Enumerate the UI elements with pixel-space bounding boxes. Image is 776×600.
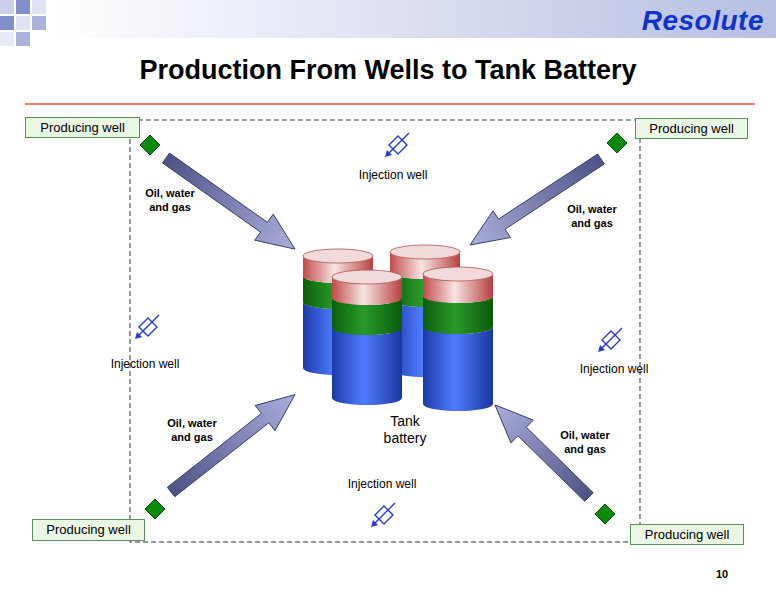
flow-label: Oil, water and gas <box>559 202 625 230</box>
injection-well: Injection well <box>95 312 195 372</box>
well-label: Producing well <box>25 117 140 138</box>
injection-symbol-body <box>375 506 393 524</box>
tank-battery: Tank battery <box>295 245 495 450</box>
well-label: Producing well <box>635 118 748 139</box>
injection-symbol-body <box>602 331 620 349</box>
injection-symbol-body <box>389 136 407 154</box>
flow-arrow <box>167 395 295 497</box>
deco-square <box>16 16 30 30</box>
producing-well: Producing well <box>589 497 746 547</box>
well-diamond <box>595 504 615 524</box>
injection-symbol-head <box>385 150 392 157</box>
injection-label: Injection well <box>343 168 443 182</box>
lease-boundary <box>130 120 640 542</box>
injection-symbol-body <box>139 318 157 336</box>
well-diamond-shape <box>595 504 615 524</box>
title-rule <box>25 103 755 105</box>
well-diamond <box>607 133 627 153</box>
injection-well: Injection well <box>564 325 664 380</box>
tank-lid <box>303 249 373 263</box>
header-band <box>0 0 776 46</box>
tank-label: Tank battery <box>375 413 435 447</box>
injection-symbol-head <box>598 345 605 352</box>
tank-lid <box>390 245 460 259</box>
tank-water <box>332 328 402 405</box>
well-diamond <box>140 135 160 155</box>
injection-symbol-line <box>388 133 409 154</box>
flow-label: Oil, water and gas <box>552 428 618 456</box>
injection-symbol <box>595 325 625 355</box>
deco-square <box>16 32 30 46</box>
flow-label: Oil, water and gas <box>159 416 225 444</box>
slide-title: Production From Wells to Tank Battery <box>0 55 776 86</box>
tank-lid <box>423 267 493 281</box>
tank-water <box>423 327 493 411</box>
well-label: Producing well <box>32 519 145 541</box>
injection-symbol-head <box>371 520 378 527</box>
injection-symbol-line <box>374 503 395 524</box>
flow-arrow <box>470 154 604 245</box>
deco-square <box>0 0 14 14</box>
injection-symbol <box>132 312 162 342</box>
injection-well: Injection well <box>343 130 443 185</box>
deco-square <box>0 32 14 46</box>
tank-illustration <box>303 245 493 411</box>
well-diamond-shape <box>140 135 160 155</box>
deco-square <box>0 16 14 30</box>
injection-symbol-line <box>138 315 159 336</box>
producing-well: Producing well <box>31 492 171 543</box>
producing-well: Producing well <box>24 116 166 158</box>
well-diamond <box>145 499 165 519</box>
injection-symbol-head <box>135 332 142 339</box>
injection-symbol <box>368 500 398 530</box>
injection-label: Injection well <box>564 362 664 376</box>
injection-well: Injection well <box>332 475 432 530</box>
tank-lid <box>332 270 402 284</box>
injection-symbol-line <box>601 328 622 349</box>
flow-label: Oil, water and gas <box>137 186 203 214</box>
deco-square <box>16 0 30 14</box>
deco-square <box>32 0 46 14</box>
well-diamond-shape <box>607 133 627 153</box>
well-diamond-shape <box>145 499 165 519</box>
page-number: 10 <box>712 568 732 580</box>
injection-symbol <box>382 130 412 160</box>
well-label: Producing well <box>630 524 744 545</box>
injection-label: Injection well <box>95 357 195 371</box>
deco-square <box>32 16 46 30</box>
injection-label: Injection well <box>332 477 432 491</box>
company-logo: Resolute <box>642 5 764 37</box>
header-gradient <box>50 0 776 38</box>
producing-well: Producing well <box>601 117 749 159</box>
